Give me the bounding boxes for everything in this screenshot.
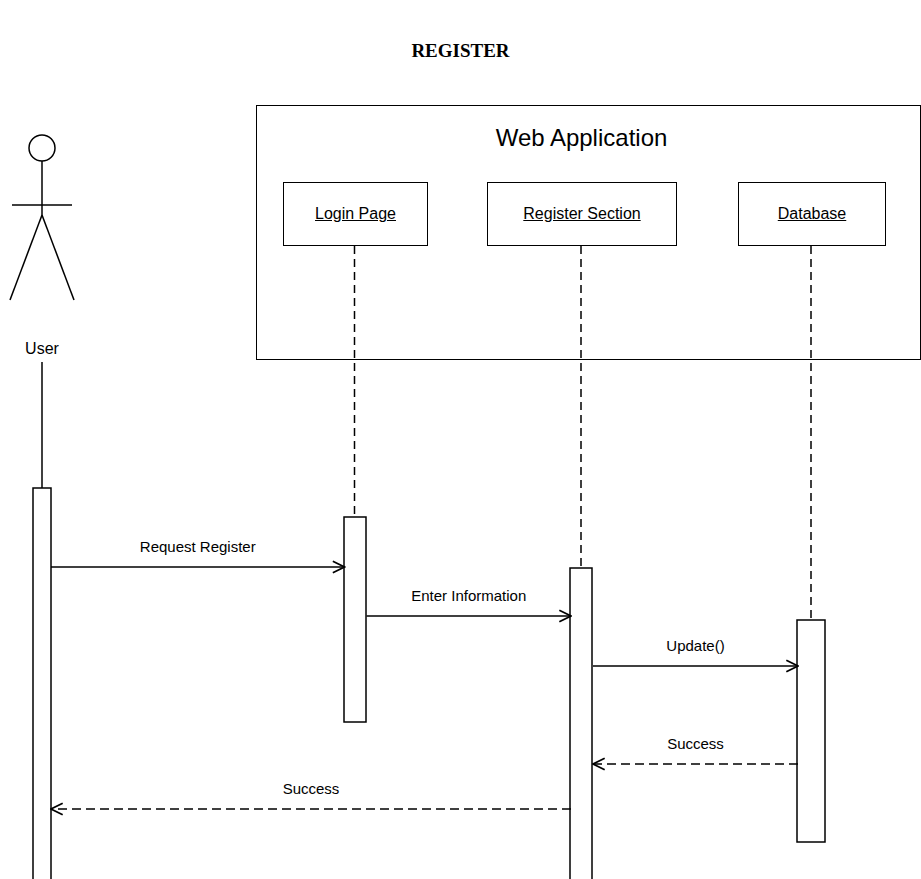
object-name: Database: [778, 205, 847, 223]
object-box: Login Page: [283, 182, 428, 246]
object-box: Database: [738, 182, 886, 246]
activation-bar: [33, 488, 51, 879]
activation-bar: [797, 620, 825, 842]
activation-bar: [344, 517, 366, 722]
actor-lifeline: [41, 362, 43, 488]
message-label: Update(): [664, 637, 726, 654]
return-message: [51, 808, 571, 810]
lifeline: [354, 246, 356, 517]
message-label: Request Register: [138, 538, 258, 555]
system-frame: Web ApplicationLogin PageRegister Sectio…: [256, 105, 921, 360]
object-box: Register Section: [487, 182, 677, 246]
lifeline: [580, 246, 582, 568]
diagram-title: REGISTER: [0, 40, 921, 62]
actor: User: [0, 120, 84, 360]
activation-bar: [570, 568, 592, 879]
message-label: Success: [281, 780, 342, 797]
return-message: [593, 763, 798, 765]
message-arrow: [51, 566, 345, 568]
message-arrow: [367, 615, 572, 617]
message-label: Success: [665, 735, 726, 752]
stick-figure: [0, 120, 84, 360]
object-name: Login Page: [315, 205, 396, 223]
message-arrow: [593, 665, 798, 667]
actor-name: User: [0, 340, 84, 358]
lifeline: [810, 246, 812, 620]
frame-title: Web Application: [243, 124, 920, 152]
message-label: Enter Information: [409, 587, 528, 604]
object-name: Register Section: [523, 205, 640, 223]
